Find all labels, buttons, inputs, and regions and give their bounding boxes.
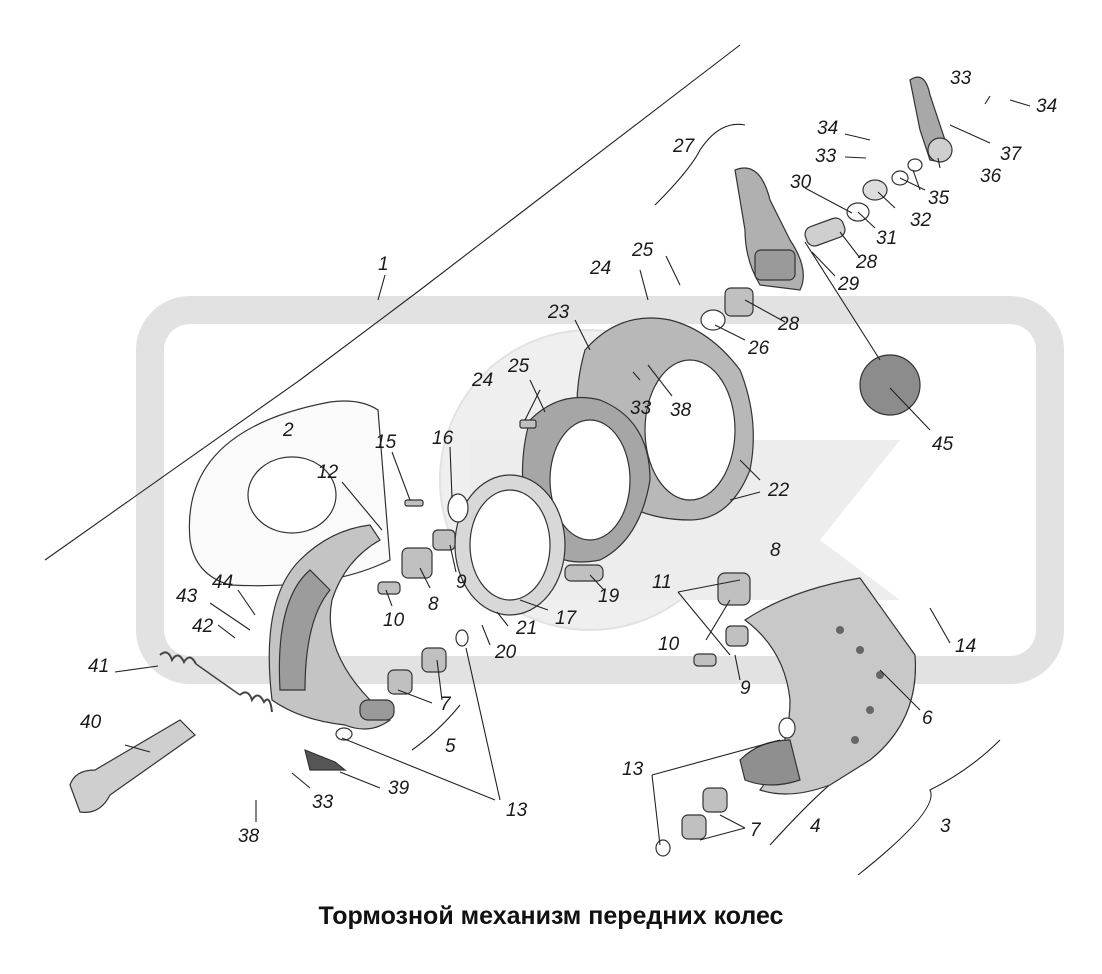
callout-32: 32	[910, 210, 932, 231]
brake-shoe-left	[268, 524, 395, 730]
callout-34b: 34	[817, 118, 838, 139]
callout-26: 26	[747, 338, 770, 359]
callout-17: 17	[555, 608, 578, 629]
callout-1: 1	[378, 254, 389, 275]
dust-cap	[859, 354, 921, 416]
gasket	[454, 474, 566, 616]
small-parts	[304, 287, 796, 857]
return-spring	[159, 651, 273, 713]
callout-36: 36	[980, 166, 1002, 187]
callout-14: 14	[955, 636, 976, 657]
callout-40: 40	[80, 712, 102, 733]
callout-8a: 8	[428, 594, 439, 615]
callout-42: 42	[192, 616, 214, 637]
callout-35: 35	[928, 188, 950, 209]
callout-13a: 13	[506, 800, 528, 821]
callout-21: 21	[515, 618, 537, 639]
callout-38b: 38	[238, 826, 260, 847]
callout-24a: 24	[589, 258, 611, 279]
callout-34a: 34	[1036, 96, 1057, 117]
callout-31: 31	[876, 228, 897, 249]
callout-33c: 33	[630, 398, 652, 419]
camshaft	[69, 719, 196, 813]
callout-24b: 24	[471, 370, 493, 391]
callout-43: 43	[176, 586, 198, 607]
callout-5: 5	[445, 736, 456, 757]
callout-25a: 25	[631, 240, 654, 261]
callout-10a: 10	[383, 610, 405, 631]
callout-9b: 9	[740, 678, 751, 699]
callout-13b: 13	[622, 759, 644, 780]
brake-shoe-right	[739, 577, 917, 795]
diagram-caption: Тормозной механизм передних колес	[318, 902, 784, 930]
callout-28a: 28	[855, 252, 878, 273]
callout-2: 2	[282, 420, 294, 441]
callout-7b: 7	[750, 820, 762, 841]
callout-33a: 33	[950, 68, 972, 89]
slack-adjuster	[891, 76, 953, 186]
callout-labels: 1 2 3 4 5 6 7 7 8 8 9 9 10 10 11 12 13 1…	[80, 68, 1057, 847]
callout-44: 44	[212, 572, 233, 593]
callout-30: 30	[790, 172, 812, 193]
callout-22: 22	[767, 480, 790, 501]
callout-38a: 38	[670, 400, 692, 421]
callout-39: 39	[388, 778, 410, 799]
camshaft-bracket	[734, 167, 888, 291]
callout-45: 45	[932, 434, 954, 455]
callout-4: 4	[810, 816, 821, 837]
callout-16: 16	[432, 428, 454, 449]
callout-27: 27	[672, 136, 696, 157]
callout-25b: 25	[507, 356, 530, 377]
callout-10b: 10	[658, 634, 680, 655]
leader-lines	[114, 95, 1031, 846]
callout-12: 12	[317, 462, 339, 483]
callout-8b: 8	[770, 540, 781, 561]
callout-33d: 33	[312, 792, 334, 813]
callout-20: 20	[494, 642, 517, 663]
callout-41: 41	[88, 656, 109, 677]
callout-9a: 9	[456, 572, 467, 593]
callout-3: 3	[940, 816, 951, 837]
callout-28b: 28	[777, 314, 800, 335]
callout-15: 15	[375, 432, 397, 453]
callout-37: 37	[1000, 144, 1023, 165]
callout-6: 6	[922, 708, 933, 729]
callout-23: 23	[547, 302, 570, 323]
callout-11: 11	[652, 572, 672, 593]
callout-19: 19	[598, 586, 620, 607]
callout-7a: 7	[440, 694, 452, 715]
callout-29: 29	[837, 274, 860, 295]
callout-33b: 33	[815, 146, 837, 167]
